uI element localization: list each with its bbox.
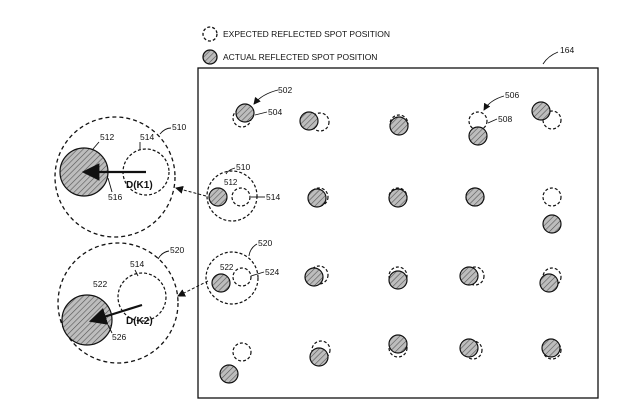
zoom-top-ref-outer-leader xyxy=(159,127,172,135)
expected-spot xyxy=(542,187,562,207)
zoom-outer-circle xyxy=(57,242,179,364)
expected-spot xyxy=(310,112,330,132)
expected-spot xyxy=(311,340,331,360)
ref-524-leader xyxy=(250,271,265,277)
zoom-top-vector-label: D(K1) xyxy=(126,180,153,191)
actual-spot xyxy=(459,338,479,358)
actual-spot xyxy=(309,347,329,367)
zoom-top-ref-actual-leader xyxy=(92,141,100,150)
actual-spot xyxy=(388,270,408,290)
zoom-bottom-ref-outer: 520 xyxy=(170,245,184,255)
ref-504-leader xyxy=(254,111,268,116)
actual-spot xyxy=(219,364,239,384)
actual-spot xyxy=(299,111,319,131)
zoom-bottom-ref-actual: 522 xyxy=(93,279,107,289)
actual-spot xyxy=(388,334,408,354)
actual-spot xyxy=(307,188,327,208)
displacement-vector xyxy=(88,303,143,325)
detector-panel xyxy=(197,67,599,399)
actual-spot xyxy=(388,188,408,208)
ref-508-leader xyxy=(487,118,498,124)
zoom-detail-bottom: 520 522 514 526 D(K2) xyxy=(57,242,184,364)
group-circle-510 xyxy=(206,170,258,222)
zoom-detail-top: 510 512 514 516 D(K1) xyxy=(54,116,186,238)
zoom-top-ref-outer: 510 xyxy=(172,122,186,132)
actual-spot xyxy=(208,187,228,207)
expected-spot xyxy=(542,110,562,130)
ref-502: 502 xyxy=(278,85,292,95)
zoom-bottom-ref-outer-leader xyxy=(157,250,170,260)
spot-grid xyxy=(208,101,562,384)
actual-spot xyxy=(539,273,559,293)
zoom-actual-spot xyxy=(61,294,113,346)
expected-spot xyxy=(468,111,488,131)
expected-spot xyxy=(309,187,329,207)
zoom-bottom-vector-label: D(K2) xyxy=(126,316,153,327)
zoom-top-ref-actual: 512 xyxy=(100,132,114,142)
actual-spot xyxy=(235,103,255,123)
panel-callouts: 502 504 506 508 510 512 514 520 522 524 xyxy=(220,85,519,277)
zoom-top-ref-arrow-leader xyxy=(107,177,113,193)
ref-506: 506 xyxy=(505,90,519,100)
ref-514: 514 xyxy=(266,192,280,202)
actual-spot xyxy=(211,273,231,293)
panel-ref-label: 164 xyxy=(560,45,574,55)
actual-spot xyxy=(531,101,551,121)
ref-520-leader xyxy=(248,243,258,257)
ref-524: 524 xyxy=(265,267,279,277)
expected-spot xyxy=(231,187,251,207)
ref-504: 504 xyxy=(268,107,282,117)
zoom-top-ref-arrow: 516 xyxy=(108,192,122,202)
panel-ref-leader xyxy=(542,51,559,65)
expected-spot xyxy=(465,266,485,286)
zoom-arrow-top xyxy=(175,185,207,197)
zoom-bottom-ref-arrow: 526 xyxy=(112,332,126,342)
legend-actual-icon xyxy=(202,49,218,65)
actual-spot xyxy=(459,266,479,286)
ref-510: 510 xyxy=(236,162,250,172)
actual-spot xyxy=(389,116,409,136)
ref-520: 520 xyxy=(258,238,272,248)
actual-spot xyxy=(468,126,488,146)
legend-expected-icon xyxy=(202,26,218,42)
group-circle-520 xyxy=(205,251,259,305)
zoom-expected-spot xyxy=(117,272,167,322)
zoom-arrow-bottom xyxy=(177,280,209,297)
expected-spot xyxy=(542,267,562,287)
zoom-bottom-ref-arrow-leader xyxy=(107,324,113,334)
actual-spot xyxy=(465,187,485,207)
zoom-top-ref-expected: 514 xyxy=(140,132,154,142)
expected-spot xyxy=(388,266,408,286)
actual-spot xyxy=(541,338,561,358)
zoom-bottom-ref-expected-leader xyxy=(134,269,139,277)
actual-spot xyxy=(304,267,324,287)
legend-actual-label: ACTUAL REFLECTED SPOT POSITION xyxy=(223,52,377,62)
zoom-bottom-ref-expected: 514 xyxy=(130,259,144,269)
zoom-outer-circle xyxy=(54,116,176,238)
ref-502-leader xyxy=(253,89,279,105)
expected-spot xyxy=(232,342,252,362)
ref-510-leader xyxy=(225,167,236,175)
actual-spot xyxy=(542,214,562,234)
expected-spot xyxy=(232,267,252,287)
ref-506-leader xyxy=(483,95,505,111)
ref-512: 512 xyxy=(224,178,238,187)
legend-expected-label: EXPECTED REFLECTED SPOT POSITION xyxy=(223,29,390,39)
legend: EXPECTED REFLECTED SPOT POSITION ACTUAL … xyxy=(202,26,390,65)
ref-522: 522 xyxy=(220,263,234,272)
ref-508: 508 xyxy=(498,114,512,124)
expected-spot xyxy=(309,265,329,285)
